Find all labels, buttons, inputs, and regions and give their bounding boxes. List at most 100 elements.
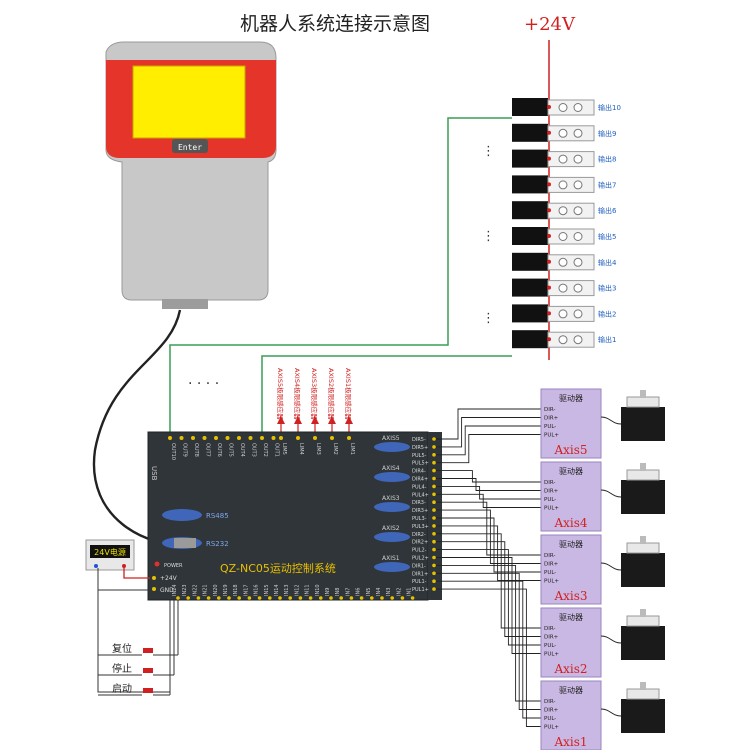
terminal-screw (573, 180, 583, 190)
driver-pin-label: PUL- (544, 716, 556, 722)
bottom-pin-label: IN20 (213, 584, 219, 596)
lim-pin-label: LIM3 (315, 443, 321, 455)
axis-port (374, 472, 410, 482)
terminal-screw (573, 154, 583, 164)
bottom-pin-label: IN7 (345, 588, 351, 596)
bottom-pin (206, 596, 211, 600)
bottom-pin-label: IN12 (294, 584, 300, 596)
diagram-title: 机器人系统连接示意图 (240, 13, 430, 35)
lim-pin-label: LIM1 (349, 443, 355, 455)
bottom-pin (370, 596, 374, 600)
sensor-arrow (311, 416, 319, 424)
driver-pin-label: DIR- (544, 407, 555, 413)
bottom-pin (196, 596, 201, 600)
sensor-arrow (294, 416, 302, 424)
driver-pin-label: PUL+ (544, 506, 559, 512)
right-pin-label: PUL1+ (412, 587, 429, 593)
bottom-pin-label: IN15 (264, 584, 270, 596)
driver-title: 驱动器 (559, 466, 583, 476)
driver-title: 驱动器 (559, 612, 583, 622)
bottom-pin (176, 596, 180, 600)
top-pin-label: OUT10 (170, 443, 176, 460)
lim-pin (279, 436, 283, 440)
right-pin-label: PUL5+ (412, 461, 429, 467)
motor-cap (626, 396, 660, 408)
relay-power-dot (547, 130, 551, 135)
bottom-pin-label: IN17 (243, 584, 249, 596)
motor-body (621, 553, 665, 587)
relay-terminal (547, 305, 595, 322)
relay-power-dot (547, 259, 551, 264)
bottom-pin (359, 596, 364, 600)
enter-key[interactable] (172, 139, 208, 153)
bottom-pin (308, 596, 313, 600)
bottom-pin (298, 596, 303, 600)
bottom-pin-label: IN3 (386, 588, 392, 596)
power-label: +24V (524, 14, 576, 35)
relay-power-dot (547, 156, 551, 161)
right-pin-label: DIR4+ (412, 477, 428, 483)
rs485-label: RS485 (206, 512, 229, 520)
axis-label: Axis4 (553, 516, 587, 530)
relay-terminal (547, 125, 595, 142)
right-pin (432, 516, 436, 520)
top-pin-label: OUT3 (251, 443, 257, 457)
top-pin (225, 436, 230, 440)
bottom-pin-label: IN24 (172, 584, 178, 596)
top-pin-label: OUT8 (193, 443, 199, 457)
relay-body (512, 149, 548, 168)
driver-wire (436, 580, 541, 719)
axis-port (374, 562, 410, 572)
output-label: 输出10 (598, 103, 621, 112)
lim-pin (296, 436, 300, 440)
motor-wire (600, 489, 622, 498)
right-pin-label: PUL4+ (412, 492, 429, 498)
bottom-pin-label: IN8 (335, 588, 341, 596)
output-dots-2: ⋮ (482, 229, 495, 244)
driver-wire (436, 478, 541, 491)
power-led (154, 561, 160, 567)
axis-port (374, 442, 410, 452)
bottom-pin-label: IN16 (254, 584, 260, 596)
axis-label: Axis5 (553, 443, 587, 457)
terminal-screw (558, 232, 568, 241)
rs485-port[interactable] (162, 509, 202, 521)
relay-power-dot (547, 311, 551, 316)
driver-wire (436, 501, 541, 556)
drivers: 驱动器DIR-DIR+PUL-PUL+Axis5驱动器DIR-DIR+PUL-P… (540, 388, 665, 750)
terminal-screw (558, 283, 568, 293)
terminal-screw (558, 309, 568, 319)
motor-shaft (640, 536, 646, 544)
driver-title: 驱动器 (559, 685, 583, 695)
bottom-pin-label: IN4 (376, 588, 382, 596)
pendant-cable (92, 309, 186, 546)
pendant-screen (132, 65, 246, 139)
terminal-screw (558, 128, 568, 138)
terminal-screw (558, 257, 568, 267)
bottom-pin-label: IN21 (203, 584, 209, 596)
right-pin (432, 524, 436, 528)
axis-port (374, 502, 410, 512)
right-pin (432, 476, 436, 481)
axis-port-label: AXIS5 (382, 435, 400, 442)
terminal-screw (573, 232, 583, 241)
motor-cap (626, 615, 660, 627)
bottom-pin-label: IN6 (356, 588, 362, 596)
output-dots-3: ⋮ (482, 311, 495, 326)
sensor-label: AXIS2极限感应器 (327, 368, 336, 420)
bottom-pin-label: IN5 (366, 588, 372, 596)
rs232-label: RS232 (206, 540, 229, 548)
driver-title: 驱动器 (559, 393, 583, 403)
motor-wire (600, 562, 622, 571)
driver-pin-label: PUL- (544, 424, 556, 430)
lim-pin-label: LIM5 (281, 443, 287, 455)
bottom-pin (319, 596, 323, 600)
motor-body (621, 699, 665, 733)
right-pin (432, 532, 436, 536)
lim-pin (347, 436, 351, 440)
right-pin (432, 468, 436, 473)
relay-terminal (547, 254, 595, 271)
switch-label: 停止 (112, 662, 132, 675)
